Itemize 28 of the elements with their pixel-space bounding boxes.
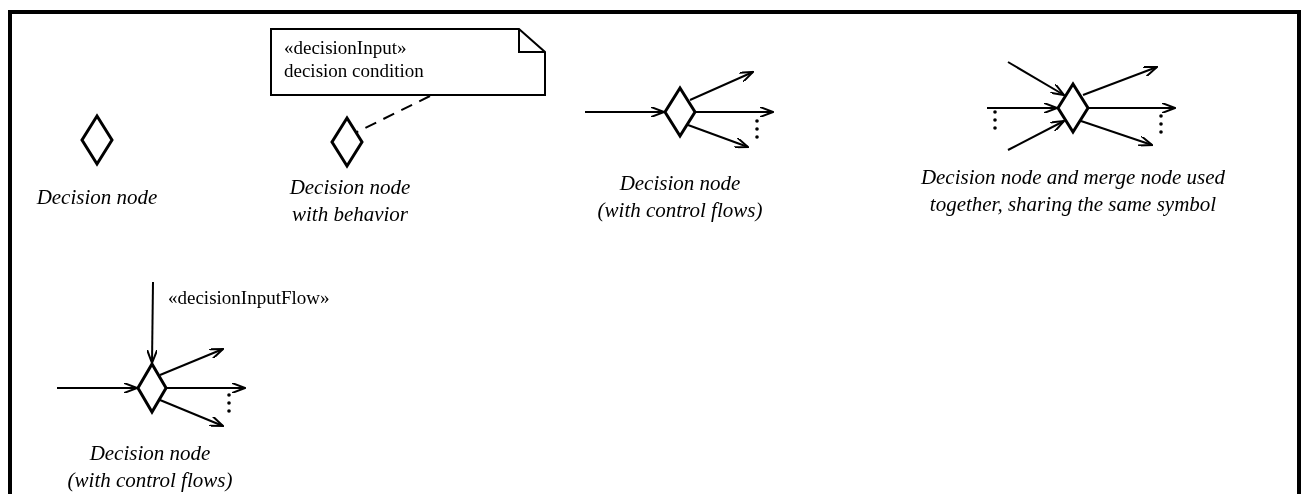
decision-diamond bbox=[331, 117, 363, 167]
flow-arrow bbox=[146, 281, 159, 364]
node-caption: Decision node (with control flows) bbox=[66, 440, 234, 494]
flow-arrow bbox=[1007, 61, 1065, 96]
flow-arrow bbox=[1080, 120, 1153, 147]
decision-diamond bbox=[664, 87, 696, 137]
node-caption: Decision node with behavior bbox=[288, 174, 412, 228]
flow-arrow bbox=[584, 106, 665, 118]
node-caption: Decision node and merge node used together, sharing the same symbol bbox=[919, 164, 1227, 218]
flow-arrow bbox=[1007, 120, 1065, 151]
node-caption: Decision node bbox=[35, 184, 159, 211]
decision-diamond bbox=[81, 115, 113, 165]
flow-arrow bbox=[56, 382, 138, 394]
flow-arrow bbox=[159, 348, 224, 376]
note-text: decision condition bbox=[284, 59, 424, 82]
flow-arrow bbox=[695, 106, 774, 118]
flow-arrow bbox=[1082, 65, 1158, 96]
flow-arrow bbox=[1088, 102, 1176, 114]
node-caption: Decision node (with control flows) bbox=[596, 170, 764, 224]
decision-diamond bbox=[137, 363, 167, 413]
decision-diamond bbox=[1057, 83, 1089, 133]
stereotype-label: «decisionInput» bbox=[284, 36, 408, 59]
flow-arrow bbox=[159, 399, 224, 427]
flow-arrow bbox=[689, 71, 754, 101]
flow-arrow bbox=[687, 124, 749, 149]
flow-arrow bbox=[166, 382, 246, 394]
note-box bbox=[270, 28, 546, 96]
flow-arrow bbox=[986, 102, 1058, 114]
